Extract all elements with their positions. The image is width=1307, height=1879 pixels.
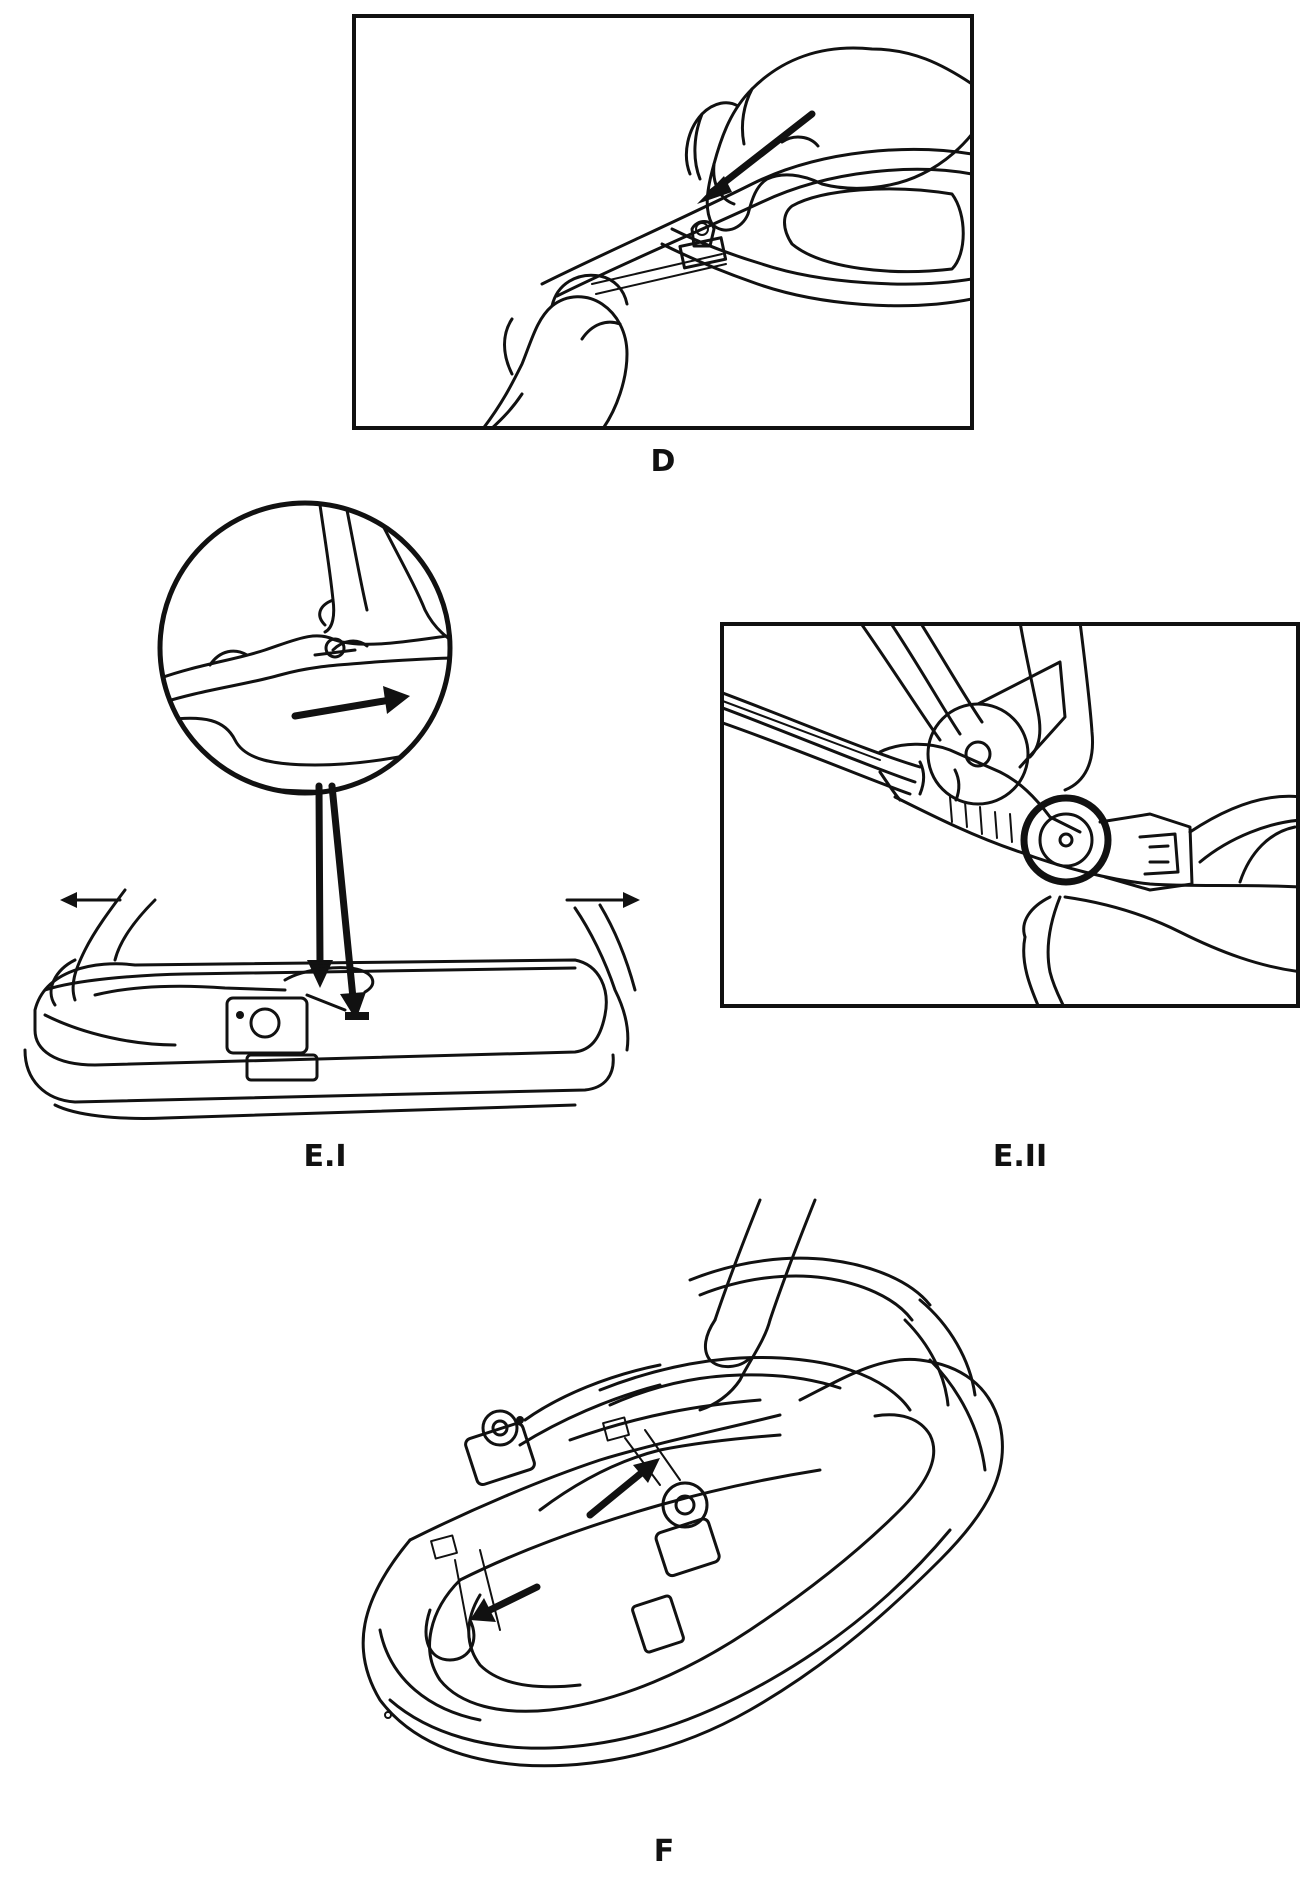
bassinet-zipper-icon xyxy=(23,500,640,1120)
figure-e2-illustration xyxy=(720,622,1302,1010)
hinge-button-icon xyxy=(720,622,1300,1008)
bassinet-base-icon xyxy=(361,1198,1004,1768)
figure-d-caption: D xyxy=(650,444,676,479)
figure-f-caption: F xyxy=(653,1834,675,1869)
figure-e1-illustration xyxy=(15,490,640,1120)
figure-e2-caption: E.II xyxy=(992,1139,1048,1174)
zipper-detach-icon xyxy=(352,14,974,430)
figure-f-illustration xyxy=(320,1180,1020,1800)
figure-d-illustration xyxy=(352,14,974,430)
figure-e1-caption: E.I xyxy=(303,1139,347,1174)
